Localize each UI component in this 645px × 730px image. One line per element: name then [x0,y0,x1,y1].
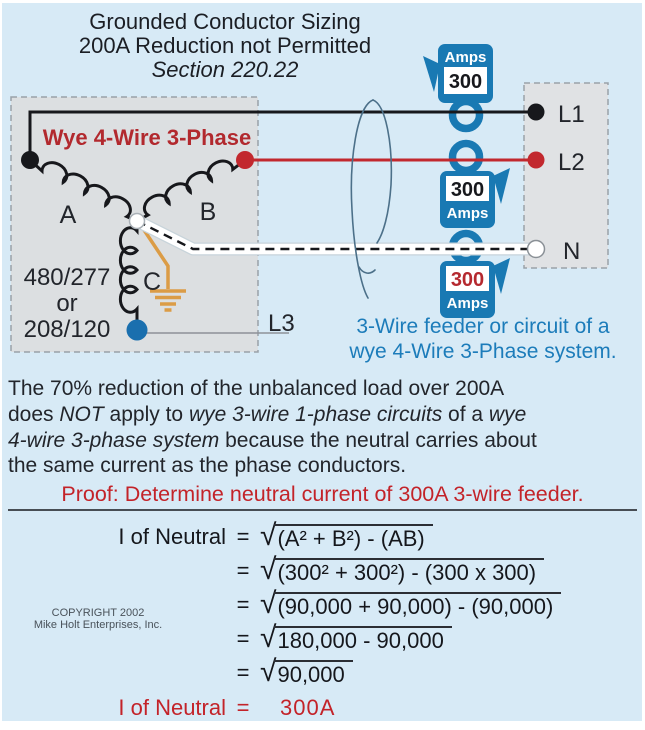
title-section-reference: Section 220.22 [151,57,299,82]
winding-b-coil-icon [135,158,247,223]
formula-step: √ 90,000 [260,655,353,688]
proof-underline [8,509,637,511]
formula-expression: 180,000 - 90,000 [274,626,452,654]
copyright-line2: Mike Holt Enterprises, Inc. [33,619,163,631]
wye-source-label: Wye 4-Wire 3-Phase [43,125,251,150]
formula-row-1: I of Neutral = √ (A² + B²) - (AB) [0,519,433,552]
terminal-l2-dot [527,151,545,169]
ammeter-l2-tail-icon [493,168,510,204]
ammeter-neutral-tail-icon [493,258,510,294]
equals-sign: = [236,626,250,651]
formula-result-row: I of Neutral = 300A [0,695,335,721]
page-title: Grounded Conductor Sizing 200A Reduction… [45,10,405,82]
formula-step: √ (A² + B²) - (AB) [260,519,433,552]
clamp-ring-l1-icon [448,97,484,133]
winding-c-coil-icon [118,219,139,332]
formula-step: √ (90,000 + 90,000) - (90,000) [260,587,562,620]
loop-hook [358,266,376,274]
formula-step: √ 180,000 - 90,000 [260,621,452,654]
ammeter-l1: Amps 300 [423,44,493,103]
radical-sign: √ [260,587,277,620]
feeder-caption-line2: wye 4-Wire 3-Phase system. [349,339,617,363]
copyright-notice: COPYRIGHT 2002 Mike Holt Enterprises, In… [28,607,168,631]
terminal-l1-dot [527,103,545,121]
title-line-1: Grounded Conductor Sizing [89,9,361,34]
formula-row-2: = √ (300² + 300²) - (300 x 300) [0,553,545,586]
voltage-label-line2: or [56,290,77,317]
wire-neutral-dashes [136,219,537,251]
node-phase-c-dot [126,319,148,341]
terminal-l2-label: L2 [558,149,585,176]
formula-label: I of Neutral [118,524,226,549]
winding-b-label: B [200,198,217,226]
terminal-n-dot [526,239,546,259]
node-neutral-center-dot [128,212,146,230]
equals-sign: = [236,660,250,685]
title-line-2: 200A Reduction not Permitted [78,33,372,58]
circuit-diagram: Amps 300 300 Amps 300 Amps Wye 4-Wire 3-… [10,44,609,353]
ammeter-neutral-unit: Amps [447,295,489,312]
copyright-line1: COPYRIGHT 2002 [51,607,145,619]
formula-expression: (300² + 300²) - (300 x 300) [274,558,545,586]
ammeter-l1-display [444,67,487,94]
formula-expression: 90,000 [274,660,353,688]
ammeter-l2-value: 300 [451,179,484,201]
winding-a-coil-icon [28,158,139,223]
formula-step: √ (300² + 300²) - (300 x 300) [260,553,545,586]
feeder-caption: 3-Wire feeder or circuit of a wye 4-Wire… [318,315,645,364]
paragraph-line: 4-wire 3-phase system because the neutra… [8,428,537,452]
loop-right [372,99,393,244]
formula-row-5: = √ 90,000 [0,655,353,688]
ammeter-l2-unit: Amps [447,205,489,222]
terminal-l3-label: L3 [268,310,295,337]
feeder-caption-line1: 3-Wire feeder or circuit of a [356,315,610,338]
ground-wire [138,223,170,289]
ammeter-l1-unit: Amps [445,49,487,66]
formula-row-4: = √ 180,000 - 90,000 [0,621,452,654]
ammeter-l1-tail-icon [423,56,440,92]
conductor-group-loop-icon [350,99,393,299]
formula-row-3: = √ (90,000 + 90,000) - (90,000) [0,587,562,620]
ammeter-neutral-display [446,266,489,291]
result-label: I of Neutral [118,695,226,720]
formula-expression: (A² + B²) - (AB) [274,524,433,552]
node-phase-b-dot [236,151,254,169]
ammeter-l2-display [446,176,489,201]
loop-left [350,99,374,299]
paragraph-line: does NOT apply to wye 3-wire 1-phase cir… [8,402,527,426]
ammeter-l2: 300 Amps [440,168,510,228]
node-phase-a-dot [21,151,39,169]
ammeter-l1-value: 300 [449,71,482,93]
ground-bars [150,289,186,312]
radical-sign: √ [260,519,277,552]
proof-heading: Proof: Determine neutral current of 300A… [61,482,584,506]
paragraph-line: the same current as the phase conductors… [8,454,407,478]
explanation-paragraph: The 70% reduction of the unbalanced load… [8,376,644,479]
winding-a-label: A [60,201,77,229]
terminal-n-label: N [563,238,580,265]
equals-sign: = [236,695,250,720]
equals-sign: = [236,524,250,549]
voltage-label-line3: 208/120 [24,316,111,343]
paragraph-line: The 70% reduction of the unbalanced load… [8,377,505,400]
winding-c-label: C [143,268,161,296]
voltage-label-line1: 480/277 [24,264,111,291]
radical-sign: √ [260,621,277,654]
ground-symbol-icon [138,223,186,312]
formula-expression: (90,000 + 90,000) - (90,000) [274,592,562,620]
radical-sign: √ [260,655,277,688]
terminal-l1-label: L1 [558,101,585,128]
wire-l1 [28,110,536,160]
equals-sign: = [236,592,250,617]
clamp-ring-l2-icon [448,139,484,175]
ammeter-neutral-value: 300 [451,269,484,291]
equals-sign: = [236,558,250,583]
result-value: 300A [280,695,336,720]
ammeter-neutral: 300 Amps [440,258,510,318]
radical-sign: √ [260,553,277,586]
